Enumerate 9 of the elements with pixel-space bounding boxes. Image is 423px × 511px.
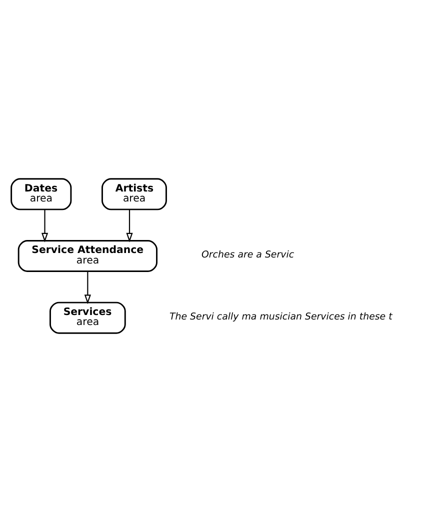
node-box: Service Attendance area — [18, 240, 158, 272]
arrow — [84, 270, 91, 304]
label: The Servi cally ma musician Services in these t — [170, 311, 392, 322]
node-box: Dates area — [10, 178, 72, 210]
node-box: Artists area — [102, 178, 167, 210]
arrow — [126, 208, 133, 242]
node-box: Services area — [50, 301, 126, 334]
label: Orches are a Servic — [202, 249, 294, 260]
arrow — [41, 208, 48, 242]
